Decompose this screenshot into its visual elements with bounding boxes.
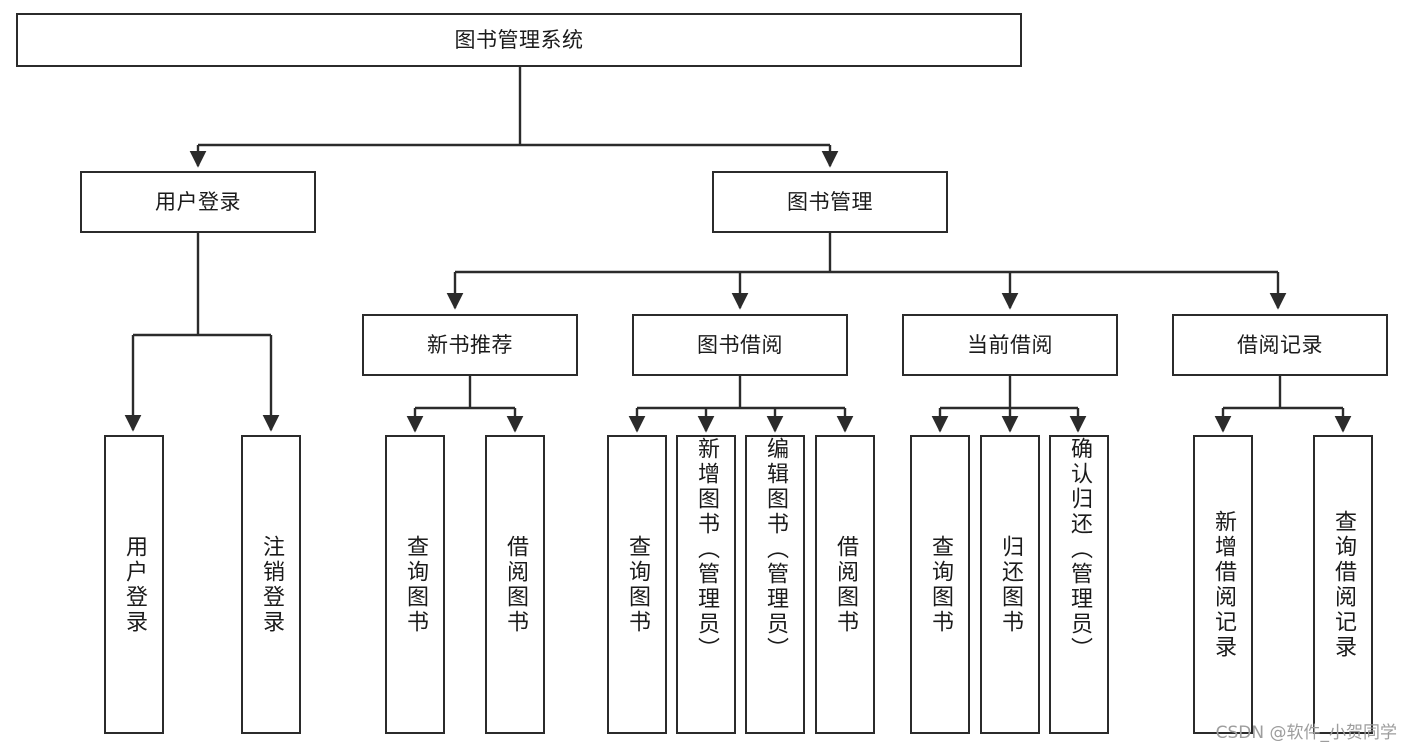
leaf-borrow-book-borrow-label: 借阅图书 xyxy=(833,534,858,635)
leaf-query-borrow-record[interactable]: 查询借阅记录 xyxy=(1313,435,1373,734)
node-user-login-label: 用户登录 xyxy=(155,189,241,214)
node-book-management[interactable]: 图书管理 xyxy=(712,171,948,233)
leaf-add-book-admin-label: 新增图书（管理员） xyxy=(694,437,719,662)
node-borrow-record[interactable]: 借阅记录 xyxy=(1172,314,1388,376)
leaf-logout-label: 注销登录 xyxy=(259,534,284,635)
node-new-book-recommend[interactable]: 新书推荐 xyxy=(362,314,578,376)
leaf-add-book-admin[interactable]: 新增图书（管理员） xyxy=(676,435,736,734)
node-current-borrow[interactable]: 当前借阅 xyxy=(902,314,1118,376)
leaf-borrow-book-borrow[interactable]: 借阅图书 xyxy=(815,435,875,734)
leaf-borrow-book-newbook-label: 借阅图书 xyxy=(503,534,528,635)
leaf-user-login[interactable]: 用户登录 xyxy=(104,435,164,734)
node-user-login[interactable]: 用户登录 xyxy=(80,171,316,233)
leaf-query-book-borrow-label: 查询图书 xyxy=(625,534,650,635)
leaf-confirm-return-admin-label: 确认归还（管理员） xyxy=(1067,437,1092,662)
leaf-add-borrow-record[interactable]: 新增借阅记录 xyxy=(1193,435,1253,734)
leaf-logout[interactable]: 注销登录 xyxy=(241,435,301,734)
csdn-watermark: CSDN @软件_小贺同学 xyxy=(1215,723,1397,743)
leaf-query-book-newbook[interactable]: 查询图书 xyxy=(385,435,445,734)
node-book-borrow[interactable]: 图书借阅 xyxy=(632,314,848,376)
leaf-add-borrow-record-label: 新增借阅记录 xyxy=(1211,509,1236,660)
leaf-user-login-label: 用户登录 xyxy=(122,534,147,635)
leaf-query-book-borrow[interactable]: 查询图书 xyxy=(607,435,667,734)
leaf-confirm-return-admin[interactable]: 确认归还（管理员） xyxy=(1049,435,1109,734)
leaf-borrow-book-newbook[interactable]: 借阅图书 xyxy=(485,435,545,734)
node-book-borrow-label: 图书借阅 xyxy=(697,332,783,357)
node-current-borrow-label: 当前借阅 xyxy=(967,332,1053,357)
leaf-query-book-current[interactable]: 查询图书 xyxy=(910,435,970,734)
node-borrow-record-label: 借阅记录 xyxy=(1237,332,1323,357)
leaf-query-book-newbook-label: 查询图书 xyxy=(403,534,428,635)
leaf-edit-book-admin-label: 编辑图书（管理员） xyxy=(763,437,788,662)
leaf-return-book[interactable]: 归还图书 xyxy=(980,435,1040,734)
leaf-return-book-label: 归还图书 xyxy=(998,534,1023,635)
node-book-management-label: 图书管理 xyxy=(787,189,873,214)
leaf-edit-book-admin[interactable]: 编辑图书（管理员） xyxy=(745,435,805,734)
node-new-book-recommend-label: 新书推荐 xyxy=(427,332,513,357)
leaf-query-borrow-record-label: 查询借阅记录 xyxy=(1331,509,1356,660)
leaf-query-book-current-label: 查询图书 xyxy=(928,534,953,635)
node-root[interactable]: 图书管理系统 xyxy=(16,13,1022,67)
node-root-label: 图书管理系统 xyxy=(454,27,584,52)
